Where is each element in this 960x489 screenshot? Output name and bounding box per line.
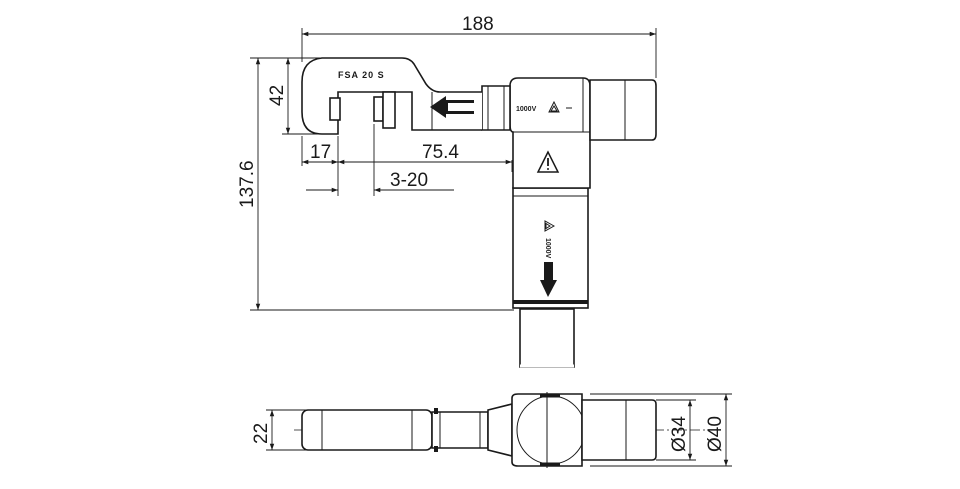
dim-jaw-to-body: 75.4 [422,142,459,163]
dim-overall-length: 188 [462,14,494,35]
voltage-label: 1000V [516,106,537,113]
right-cap [589,79,657,141]
arrow-icon [430,96,474,118]
plan-cap [581,399,657,461]
dim-cutting-range: 3-20 [390,170,428,191]
dim-jaw-height: 42 [267,85,288,106]
neck [481,85,511,131]
dim-jaw-offset: 17 [310,142,331,163]
anvil [329,97,341,121]
lower-shaft [519,308,575,368]
model-label: FSA 20 S [338,70,385,80]
voltage-label-vertical: 1000V [544,238,551,259]
side-view: FSA 20 S 1000V 1000V [237,14,657,368]
dim-overall-height: 137.6 [237,160,258,208]
dim-diameter-outer: Ø40 [705,416,726,452]
dim-diameter-inner: Ø34 [669,416,690,452]
warning-triangle-icon [536,150,560,173]
plan-view: 22 Ø34 Ø40 [251,392,732,468]
arrow-icon [540,262,557,297]
insulation-symbol-icon [548,100,560,113]
cutter-head [373,96,384,122]
insulation-symbol-icon [544,220,556,232]
dim-bottom-width: 22 [251,423,272,444]
